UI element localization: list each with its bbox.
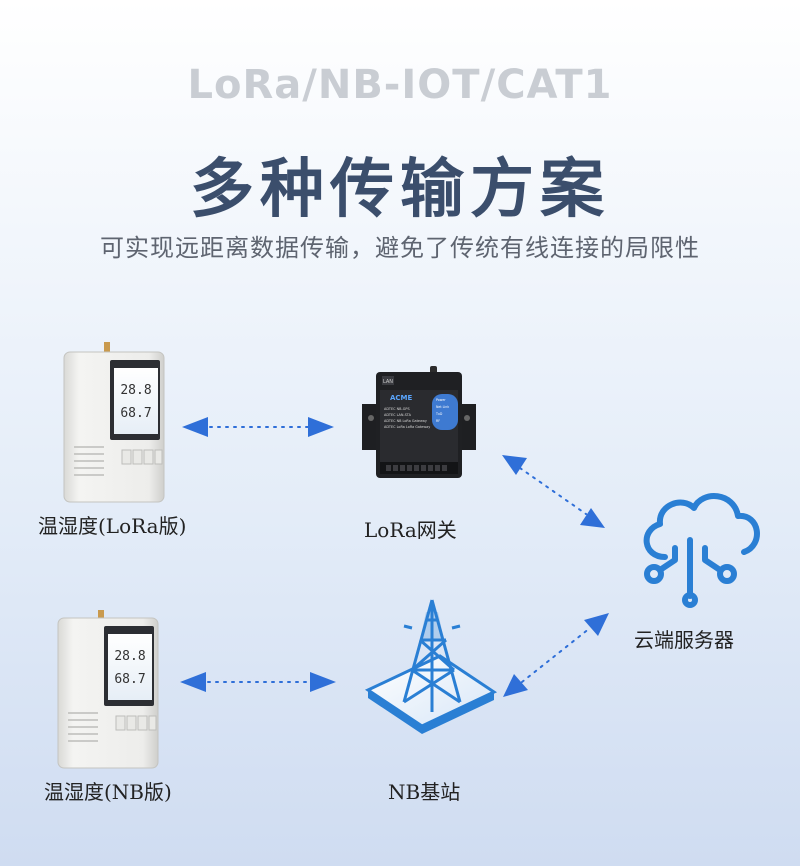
nb-base-station-icon (364, 599, 498, 734)
gateway-menu-item: ADTEC NB-GPS (384, 407, 410, 411)
arrow-head (310, 672, 336, 692)
arrow-head (502, 455, 527, 475)
link-sensor-nb-to-base-station (180, 672, 336, 692)
page-headline: 多种传输方案 (190, 153, 610, 227)
lcd-screen (108, 634, 152, 700)
arrow-head (180, 672, 206, 692)
cloud-server-icon (643, 493, 760, 608)
temperature-reading: 28.8 (114, 649, 145, 664)
arrow-head (580, 508, 605, 528)
link-gateway-to-cloud (502, 455, 605, 528)
indicator-label: TxD (435, 412, 443, 416)
sensor-lora-label: 温湿度(LoRa版) (38, 514, 187, 538)
arrow-head (308, 417, 334, 437)
humidity-reading: 68.7 (114, 672, 145, 687)
gateway-brand-logo: ACME (390, 394, 413, 402)
base-station-label: NB基站 (388, 780, 461, 804)
humidity-reading: 68.7 (120, 406, 151, 421)
gateway-menu-item: ADTEC LAN-STA (384, 413, 412, 417)
temperature-reading: 28.8 (120, 383, 151, 398)
indicator-label: Power (436, 398, 446, 402)
arrow-head (503, 674, 528, 697)
gateway-label: LoRa网关 (364, 518, 457, 542)
gateway-menu-item: ADTEC LoRa LoRa Gateway (384, 425, 430, 429)
link-base-station-to-cloud (503, 613, 609, 697)
indicator-label: Net Link (436, 405, 449, 409)
cloud-server-label: 云端服务器 (634, 628, 734, 652)
gateway-tag: LAN (383, 379, 393, 385)
lcd-screen (114, 368, 158, 434)
indicator-label: RF (436, 419, 440, 423)
protocol-list: LoRa/NB-IOT/CAT1 (187, 62, 613, 108)
sensor-nb-device: 28.8 68.7 (57, 610, 159, 769)
page-description: 可实现远距离数据传输，避免了传统有线连接的局限性 (100, 234, 700, 262)
gateway-menu-item: ADTEC NB LoRa Gateway (384, 419, 427, 423)
sensor-lora-device: 28.8 68.7 (63, 342, 165, 503)
arrow-head (584, 613, 609, 636)
sensor-nb-label: 温湿度(NB版) (44, 780, 172, 804)
lora-gateway-device: LAN ACME ADTEC NB-GPS ADTEC LAN-STA ADTE… (362, 366, 476, 478)
arrow-head (182, 417, 208, 437)
antenna-icon (104, 342, 110, 360)
link-sensor-lora-to-gateway (182, 417, 334, 437)
